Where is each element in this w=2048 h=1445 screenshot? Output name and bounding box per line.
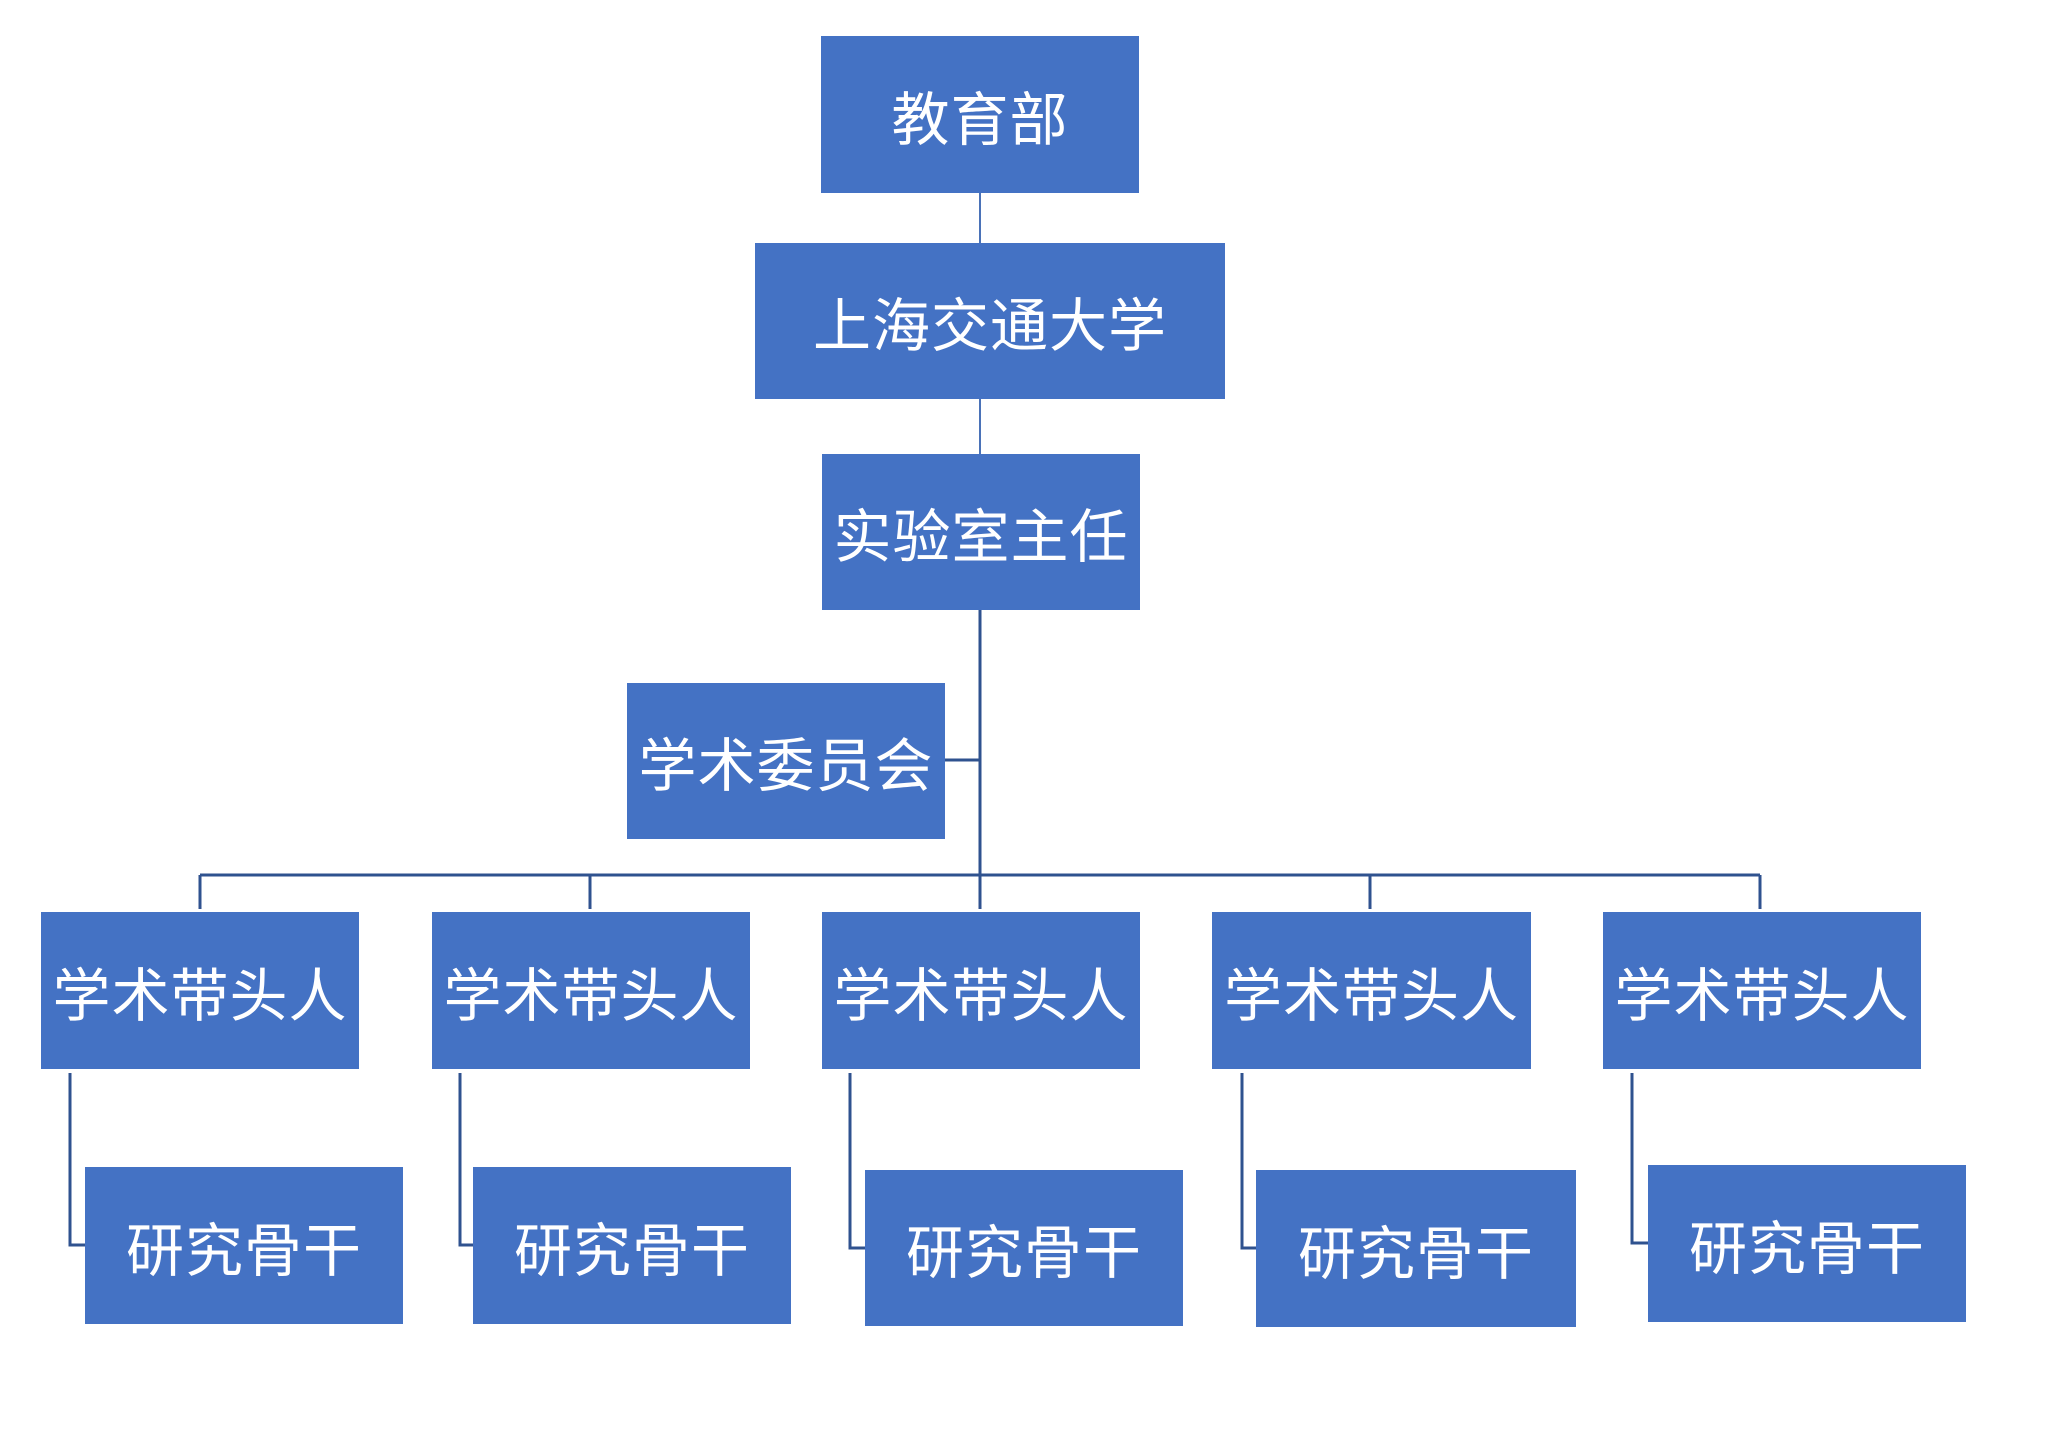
node-research-backbone-1: 研究骨干 xyxy=(85,1167,403,1324)
node-academic-committee: 学术委员会 xyxy=(627,683,945,839)
node-academic-leader-3: 学术带头人 xyxy=(822,912,1140,1069)
node-academic-leader-4: 学术带头人 xyxy=(1212,912,1531,1069)
connector-elbow-1 xyxy=(68,1073,85,1247)
node-research-backbone-4: 研究骨干 xyxy=(1256,1170,1576,1327)
node-research-backbone-3: 研究骨干 xyxy=(865,1170,1183,1326)
connector-elbow-2 xyxy=(458,1073,473,1247)
node-research-backbone-5: 研究骨干 xyxy=(1648,1165,1966,1322)
node-academic-leader-2: 学术带头人 xyxy=(432,912,750,1069)
node-university: 上海交通大学 xyxy=(755,243,1225,399)
connector-elbow-4 xyxy=(1240,1073,1256,1250)
connector-elbow-5 xyxy=(1630,1073,1648,1245)
connector-elbow-3 xyxy=(848,1073,865,1250)
node-lab-director: 实验室主任 xyxy=(822,454,1140,610)
node-academic-leader-1: 学术带头人 xyxy=(41,912,359,1069)
node-ministry: 教育部 xyxy=(821,36,1139,193)
node-academic-leader-5: 学术带头人 xyxy=(1603,912,1921,1069)
node-research-backbone-2: 研究骨干 xyxy=(473,1167,791,1324)
